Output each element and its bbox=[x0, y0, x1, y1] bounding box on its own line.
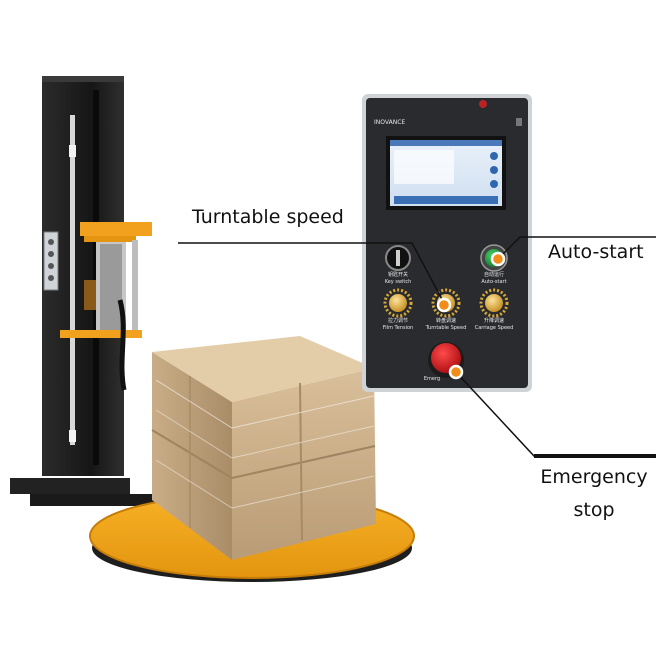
auto-start-cn-label: 自动运行 bbox=[484, 271, 504, 278]
machine-base bbox=[10, 478, 160, 506]
turntable-speed-cn-label: 转盘调速 bbox=[436, 317, 456, 324]
carriage-speed-label: Carriage Speed bbox=[475, 325, 514, 331]
callout-emergency-stop: Emergency stop bbox=[540, 466, 648, 521]
wrapped-pallet-load bbox=[151, 336, 376, 560]
film-tension-knob[interactable] bbox=[383, 288, 413, 318]
carriage-speed-cn-label: 升降调速 bbox=[484, 317, 504, 324]
auto-start-panel-label: Auto-start bbox=[481, 279, 506, 285]
film-tension-cn-label: 拉力调节 bbox=[388, 317, 408, 324]
carriage-speed-knob[interactable] bbox=[479, 288, 509, 318]
callout-dot-emergency bbox=[448, 364, 464, 380]
callout-lines bbox=[178, 236, 656, 458]
key-switch-label: Key switch bbox=[385, 279, 412, 285]
callout-dot-autostart bbox=[490, 251, 506, 267]
emergency-panel-label: Emerg bbox=[424, 376, 440, 382]
film-carriage bbox=[60, 222, 152, 391]
key-switch-cn-label: 钥匙开关 bbox=[388, 271, 408, 278]
key-switch[interactable] bbox=[385, 245, 411, 271]
panel-brand: INOVANCE bbox=[374, 119, 405, 126]
callout-dot-turntable bbox=[436, 297, 452, 313]
callout-turntable-speed: Turntable speed bbox=[192, 206, 344, 228]
callout-auto-start: Auto-start bbox=[548, 241, 644, 263]
control-panel: INOVANCE 钥匙开关 Key switch 自动运行 Auto-start bbox=[362, 94, 532, 392]
film-tension-label: Film Tension bbox=[383, 325, 413, 331]
turntable-speed-panel-label: Turntable Speed bbox=[425, 325, 467, 331]
callout-dots bbox=[436, 251, 506, 380]
